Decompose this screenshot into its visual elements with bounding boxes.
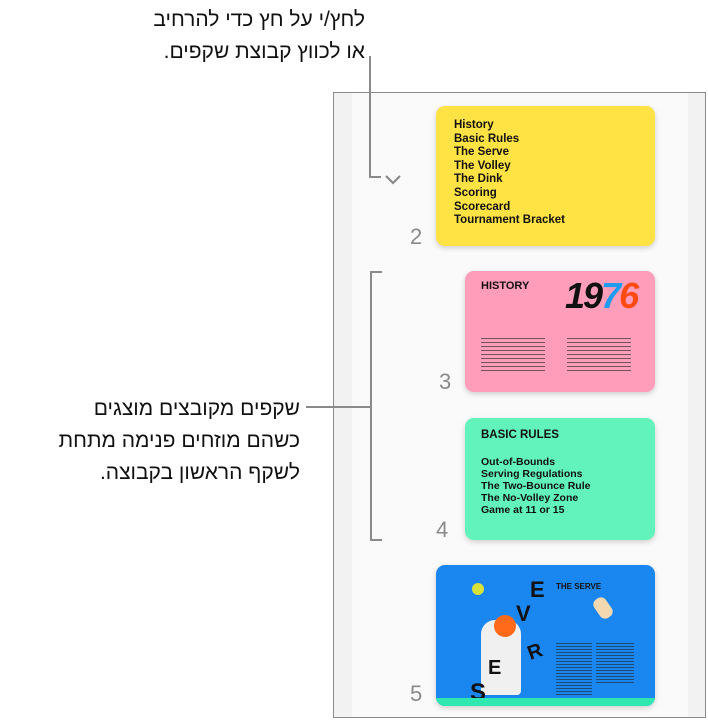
slide-text: The Dink: [454, 173, 503, 186]
slide-thumbnail-3[interactable]: HISTORY 1976: [465, 271, 655, 392]
slide-number: 5: [410, 681, 423, 706]
body-text-block: [481, 338, 545, 374]
callout-leader: [369, 56, 371, 178]
serve-letter: E: [488, 657, 502, 679]
body-text-block: [567, 338, 631, 374]
slide-thumbnail-4[interactable]: BASIC RULES Out-of-Bounds Serving Regula…: [465, 418, 655, 540]
serve-letter: E: [530, 577, 545, 602]
year-part: 6: [619, 275, 639, 316]
callout-leader: [306, 406, 370, 408]
slide-text: Game at 11 or 15: [481, 504, 565, 516]
chevron-down-icon[interactable]: [384, 173, 402, 191]
year-part: 19: [565, 275, 603, 316]
group-bracket: [370, 271, 382, 273]
slide-thumbnail-5[interactable]: THE SERVE E V R E S: [436, 565, 655, 706]
slide-title: BASIC RULES: [481, 429, 559, 441]
slide-number: 3: [439, 369, 452, 394]
slide-thumbnail-2[interactable]: History Basic Rules The Serve The Volley…: [436, 106, 655, 246]
callout-line: או לכווץ קבוצת שקפים.: [163, 40, 365, 63]
slide-text: Scoring: [454, 186, 497, 199]
player-illustration: [494, 615, 516, 637]
body-text-block: [596, 643, 634, 685]
ball-illustration: [472, 583, 484, 595]
callout-line: לשקף הראשון בקבוצה.: [99, 461, 300, 484]
slide-text: Tournament Bracket: [454, 214, 565, 227]
year-graphic: 1976: [565, 275, 639, 317]
slide-text: The Serve: [454, 146, 509, 159]
callout-leader: [369, 176, 381, 178]
group-bracket: [370, 271, 372, 541]
slide-text: The Volley: [454, 159, 511, 172]
slide-text: The No-Volley Zone: [481, 492, 579, 504]
paddle-illustration: [590, 594, 616, 622]
slide-title: HISTORY: [481, 280, 530, 292]
slide-text: Scorecard: [454, 200, 511, 213]
slide-text: Serving Regulations: [481, 468, 583, 480]
slide-text: Basic Rules: [454, 132, 520, 145]
slide-text: History: [454, 119, 494, 131]
serve-letter: R: [524, 639, 546, 665]
callout-line: שקפים מקובצים מוצגים: [93, 397, 300, 420]
body-text-block: [556, 643, 592, 695]
nested-callout: שקפים מקובצים מוצגים כשהם מוזחים פנימה מ…: [59, 393, 300, 489]
slide-title: THE SERVE: [556, 582, 602, 591]
slide-number: 4: [436, 517, 449, 542]
serve-letter: V: [516, 601, 531, 626]
callout-line: לחץ/י על חץ כדי להרחיב: [153, 8, 365, 31]
slide-number: 2: [410, 224, 423, 249]
slide-text: The Two-Bounce Rule: [481, 480, 591, 492]
group-bracket: [370, 539, 382, 541]
court-floor: [436, 698, 655, 706]
expand-callout: לחץ/י על חץ כדי להרחיב או לכווץ קבוצת שק…: [153, 4, 365, 68]
callout-line: כשהם מוזחים פנימה מתחת: [58, 429, 300, 452]
slide-text: Out-of-Bounds: [481, 456, 556, 468]
year-part: 7: [601, 275, 621, 316]
